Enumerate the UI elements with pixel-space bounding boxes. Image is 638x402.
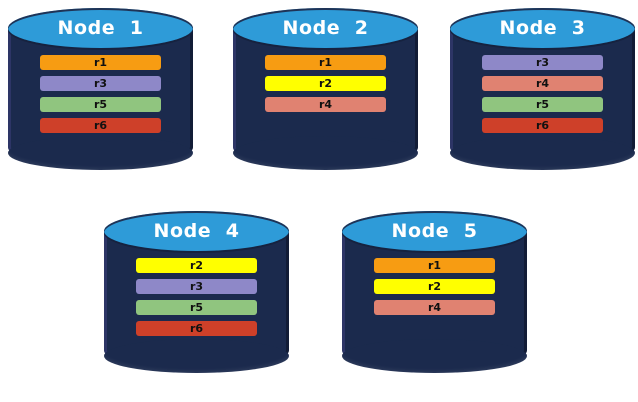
replica-item[interactable]: r6	[136, 321, 257, 336]
replica-item[interactable]: r1	[374, 258, 495, 273]
node-label: Node 4	[153, 220, 240, 242]
cylinder-bottom-rim	[8, 136, 193, 170]
database-node[interactable]: Node 3 r3 r4 r5 r6	[450, 8, 635, 188]
replica-list: r1 r2 r4	[265, 55, 386, 112]
replica-item[interactable]: r5	[136, 300, 257, 315]
replica-list: r1 r2 r4	[374, 258, 495, 315]
replica-item[interactable]: r5	[40, 97, 161, 112]
cylinder-bottom-rim	[104, 339, 289, 373]
replica-item[interactable]: r4	[265, 97, 386, 112]
node-label: Node 1	[57, 17, 144, 39]
database-node[interactable]: Node 1 r1 r3 r5 r6	[8, 8, 193, 188]
replica-item[interactable]: r6	[40, 118, 161, 133]
replica-list: r3 r4 r5 r6	[482, 55, 603, 133]
replica-item[interactable]: r2	[374, 279, 495, 294]
replica-item[interactable]: r1	[40, 55, 161, 70]
cylinder-top-ellipse	[104, 211, 289, 251]
node-label: Node 3	[499, 17, 586, 39]
cylinder-bottom-rim	[233, 136, 418, 170]
replica-item[interactable]: r5	[482, 97, 603, 112]
cylinder-body	[233, 27, 418, 170]
cylinder-bottom-rim	[342, 339, 527, 373]
cylinder-top-ellipse	[233, 8, 418, 48]
replica-item[interactable]: r2	[136, 258, 257, 273]
replica-list: r2 r3 r5 r6	[136, 258, 257, 336]
node-label: Node 2	[282, 17, 369, 39]
node-label: Node 5	[391, 220, 478, 242]
cylinder-top-ellipse	[342, 211, 527, 251]
database-node[interactable]: Node 4 r2 r3 r5 r6	[104, 211, 289, 391]
replica-item[interactable]: r2	[265, 76, 386, 91]
cylinder-bottom-rim	[450, 136, 635, 170]
replica-item[interactable]: r4	[374, 300, 495, 315]
cylinder-top-ellipse	[8, 8, 193, 48]
replica-item[interactable]: r1	[265, 55, 386, 70]
replica-item[interactable]: r3	[136, 279, 257, 294]
replica-item[interactable]: r6	[482, 118, 603, 133]
database-node[interactable]: Node 5 r1 r2 r4	[342, 211, 527, 391]
cylinder-body	[8, 27, 193, 170]
replica-list: r1 r3 r5 r6	[40, 55, 161, 133]
replica-item[interactable]: r3	[40, 76, 161, 91]
database-node[interactable]: Node 2 r1 r2 r4	[233, 8, 418, 188]
replica-item[interactable]: r3	[482, 55, 603, 70]
cylinder-top-ellipse	[450, 8, 635, 48]
replica-item[interactable]: r4	[482, 76, 603, 91]
